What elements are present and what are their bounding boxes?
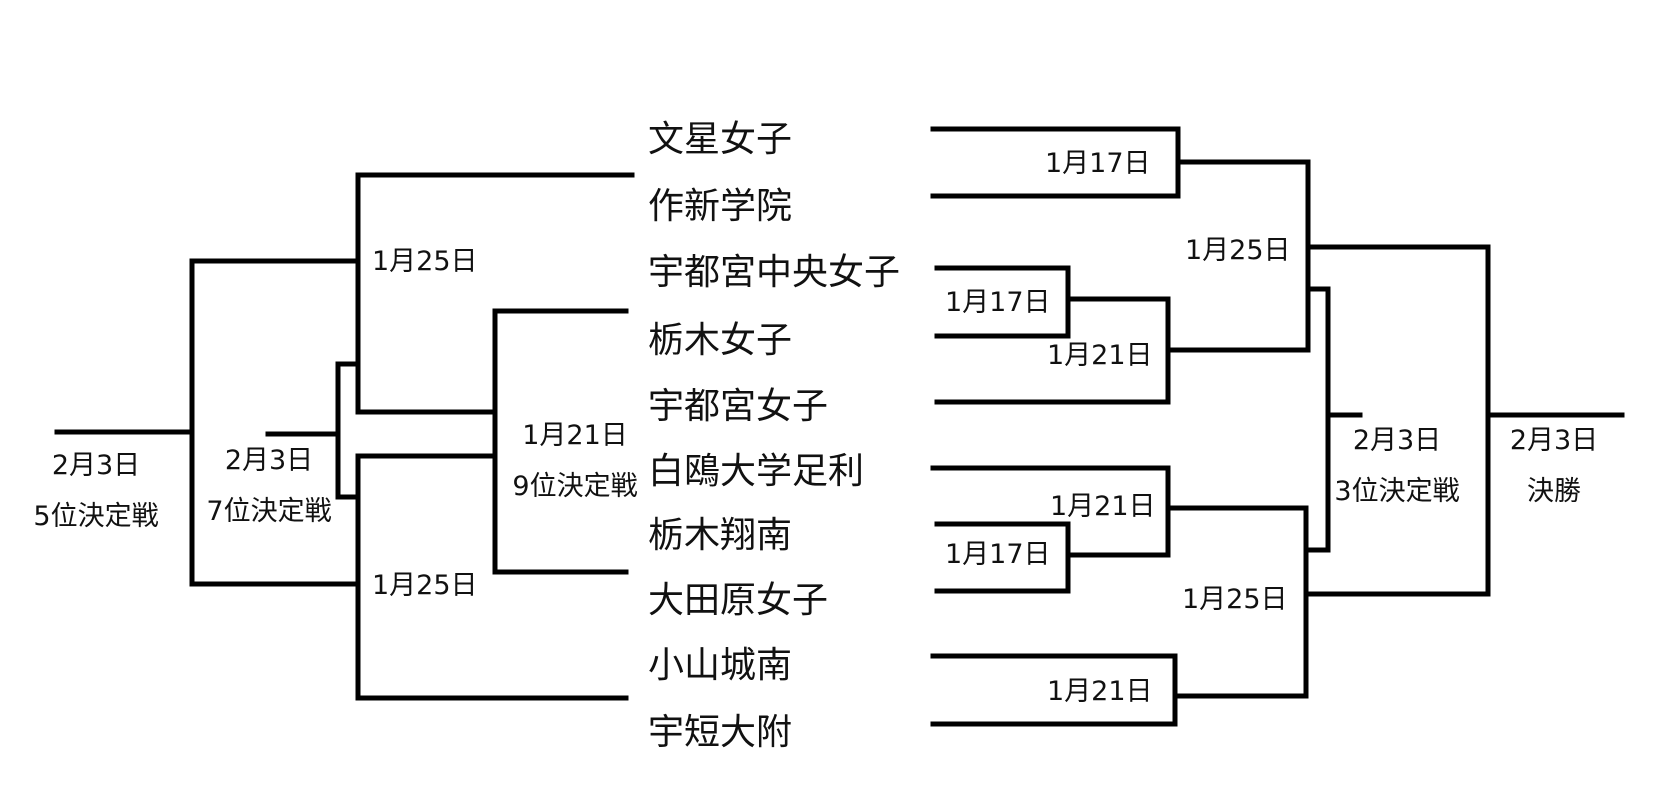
team-name: 作新学院: [648, 186, 792, 227]
seventh-place-title: 7位決定戦: [206, 496, 331, 527]
final-title: 決勝: [1527, 476, 1581, 507]
main-bracket-lines: [930, 126, 1625, 727]
match-date-label: 1月25日: [1182, 584, 1288, 615]
third-place-date: 2月3日: [1353, 425, 1441, 456]
team-name: 栃木翔南: [648, 515, 792, 556]
match-date-label: 1月17日: [945, 539, 1051, 570]
match-date-label: 1月17日: [945, 287, 1051, 318]
ninth-place-date: 1月21日: [522, 420, 628, 451]
match-date-label: 1月21日: [1050, 491, 1156, 522]
team-name: 栃木女子: [648, 320, 792, 361]
third-place-title: 3位決定戦: [1334, 476, 1459, 507]
main-bracket-labels: 1月17日 1月17日 1月21日 1月21日 1月17日 1月21日 1月25…: [945, 148, 1598, 707]
match-date-label: 1月21日: [1047, 340, 1153, 371]
team-name: 文星女子: [648, 119, 792, 160]
team-name: 宇短大附: [648, 712, 792, 753]
final-date: 2月3日: [1510, 425, 1598, 456]
match-date-label: 1月25日: [372, 570, 478, 601]
match-date-label: 1月17日: [1045, 148, 1151, 179]
team-name: 宇都宮女子: [648, 386, 828, 427]
consolation-bracket-labels: 1月25日 1月25日 1月21日 9位決定戦 2月3日 7位決定戦 2月3日 …: [33, 246, 637, 601]
match-date-label: 1月25日: [1185, 235, 1291, 266]
team-name: 白鴎大学足利: [648, 451, 864, 492]
team-name: 宇都宮中央女子: [648, 252, 900, 293]
consolation-bracket-lines: [54, 172, 635, 701]
team-name: 小山城南: [648, 645, 792, 686]
team-name: 大田原女子: [648, 580, 828, 621]
fifth-place-title: 5位決定戦: [33, 501, 158, 532]
ninth-place-title: 9位決定戦: [512, 471, 637, 502]
team-names: 文星女子 作新学院 宇都宮中央女子 栃木女子 宇都宮女子 白鴎大学足利 栃木翔南…: [648, 119, 900, 753]
match-date-label: 1月21日: [1047, 676, 1153, 707]
seventh-place-date: 2月3日: [225, 445, 313, 476]
match-date-label: 1月25日: [372, 246, 478, 277]
fifth-place-date: 2月3日: [52, 450, 140, 481]
